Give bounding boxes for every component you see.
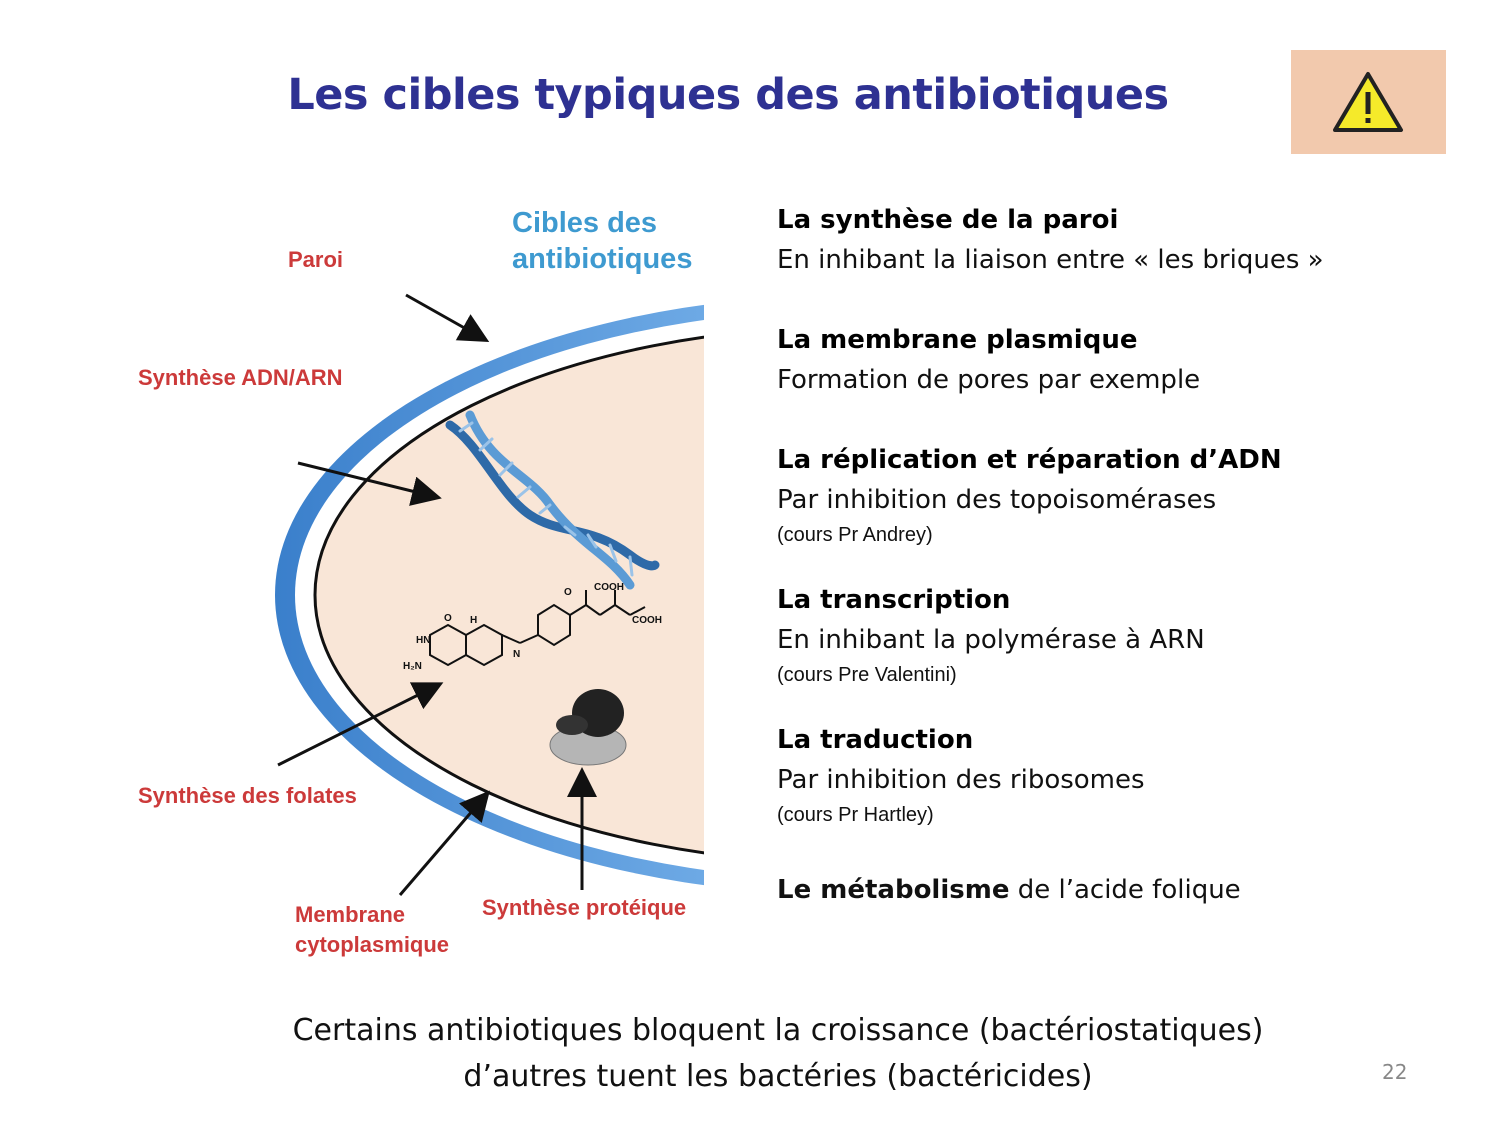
target-heading: La réplication et réparation d’ADN — [777, 445, 1282, 475]
target-note: (cours Pr Andrey) — [777, 524, 933, 546]
target-metabolism-rest: de l’acide folique — [1009, 875, 1241, 905]
target-item: La transcription En inhibant la polyméra… — [777, 580, 1477, 690]
target-item: La membrane plasmique Formation de pores… — [777, 320, 1477, 400]
target-heading: La membrane plasmique — [777, 325, 1138, 355]
dna-helix-icon — [445, 410, 660, 590]
n-label: N — [513, 649, 520, 660]
target-heading: La transcription — [777, 585, 1011, 615]
arrow-membrane — [398, 790, 490, 896]
slide-title: Les cibles typiques des antibiotiques — [287, 70, 1169, 120]
hn-label: HN — [416, 635, 430, 646]
target-item: La synthèse de la paroi En inhibant la l… — [777, 200, 1477, 280]
target-description: En inhibant la liaison entre « les briqu… — [777, 245, 1324, 275]
figure-heading-line2: antibiotiques — [512, 243, 693, 275]
footer-line1: Certains antibiotiques bloquent la crois… — [292, 1013, 1264, 1048]
h-label: H — [470, 615, 477, 626]
figure-heading-line1: Cibles des — [512, 207, 658, 239]
figure-heading: Cibles des antibiotiques — [512, 205, 692, 277]
footer-text: Certains antibiotiques bloquent la crois… — [240, 1008, 1316, 1100]
target-note: (cours Pr Hartley) — [777, 804, 934, 826]
bacteria-diagram: COOH COOH H₂N HN N H O O Cibles des anti… — [110, 195, 730, 975]
target-metabolism: Le métabolisme de l’acide folique — [777, 870, 1477, 910]
target-item: La traduction Par inhibition des ribosom… — [777, 720, 1477, 830]
target-arrows — [277, 293, 597, 896]
nh2-label: H₂N — [403, 661, 422, 672]
cytoplasmic-membrane — [313, 335, 704, 855]
target-description: Formation de pores par exemple — [777, 365, 1201, 395]
arrow-paroi — [405, 293, 490, 342]
arrow-adn — [297, 461, 442, 506]
label-membrane-line1: Membrane — [295, 902, 406, 927]
target-description: Par inhibition des ribosomes — [777, 765, 1145, 795]
target-heading: La traduction — [777, 725, 974, 755]
cooh-top-label: COOH — [594, 582, 624, 593]
target-metabolism-bold: Le métabolisme — [777, 875, 1010, 905]
arrow-folates — [277, 682, 444, 767]
folate-molecule — [429, 590, 646, 667]
target-item: La réplication et réparation d’ADN Par i… — [777, 440, 1477, 550]
page-number: 22 — [1382, 1060, 1408, 1084]
footer-line2: d’autres tuent les bactéries (bactéricid… — [463, 1059, 1093, 1094]
target-description: En inhibant la polymérase à ARN — [777, 625, 1205, 655]
target-note: (cours Pre Valentini) — [777, 664, 957, 686]
label-synthese-proteique: Synthèse protéique — [482, 895, 687, 920]
warning-badge — [1291, 50, 1446, 154]
label-membrane-line2: cytoplasmique — [295, 932, 450, 957]
warning-triangle-icon — [1333, 72, 1403, 132]
o-label-2: O — [564, 587, 572, 598]
label-synthese-folates: Synthèse des folates — [138, 783, 357, 808]
o-label: O — [444, 613, 452, 624]
label-paroi: Paroi — [288, 247, 344, 272]
target-heading: La synthèse de la paroi — [777, 205, 1119, 235]
cell-illustration: COOH COOH H₂N HN N H O O — [275, 293, 704, 896]
label-synthese-adn: Synthèse ADN/ARN — [138, 365, 343, 390]
target-description: Par inhibition des topoisomérases — [777, 485, 1217, 515]
ribosome-icon — [549, 689, 627, 766]
label-membrane: Membrane cytoplasmique — [295, 900, 449, 960]
target-list: La synthèse de la paroi En inhibant la l… — [777, 200, 1477, 910]
cooh-right-label: COOH — [632, 615, 662, 626]
